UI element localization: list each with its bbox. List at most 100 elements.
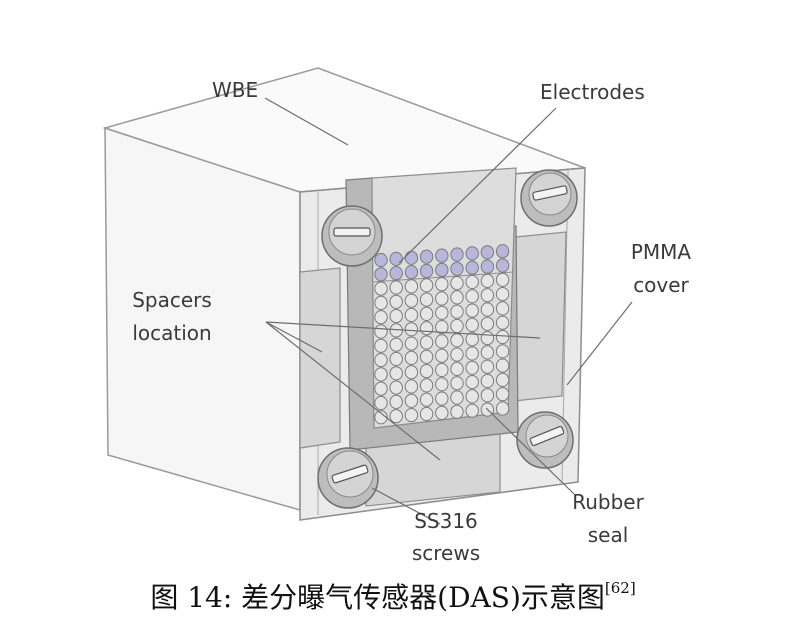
- electrode: [419, 292, 434, 307]
- electrode: [480, 345, 495, 360]
- electrode: [389, 409, 403, 424]
- electrode: [389, 251, 403, 266]
- label-wbe: WBE: [212, 78, 258, 102]
- electrode: [419, 406, 434, 422]
- electrode: [450, 347, 464, 362]
- electrode: [389, 337, 403, 352]
- electrode: [450, 376, 464, 391]
- electrode: [480, 302, 495, 317]
- electrode: [435, 320, 449, 335]
- electrode: [419, 378, 434, 393]
- electrode: [435, 362, 449, 378]
- electrode: [435, 405, 449, 420]
- electrode: [419, 349, 434, 364]
- electrode: [465, 303, 479, 318]
- screw-bottom-left: [317, 447, 379, 509]
- electrode: [389, 280, 403, 295]
- electrode: [435, 391, 449, 406]
- electrode: [419, 278, 434, 293]
- electrode: [404, 408, 419, 423]
- electrode: [495, 244, 510, 259]
- electrode: [404, 393, 419, 408]
- electrode: [404, 265, 419, 280]
- screw-top-right: [520, 169, 578, 227]
- electrode: [495, 272, 510, 287]
- leader-screws: [371, 487, 441, 525]
- electrode: [374, 252, 388, 268]
- electrode: [419, 249, 434, 264]
- label-rubber-line1: Rubber: [572, 490, 644, 514]
- electrode: [419, 392, 434, 407]
- electrode: [374, 410, 388, 425]
- leader-lines: [264, 97, 633, 525]
- label-spacers-line2: location: [132, 321, 211, 345]
- electrode: [404, 336, 419, 351]
- electrode: [404, 350, 419, 365]
- electrode: [495, 344, 510, 359]
- electrode: [450, 261, 464, 276]
- electrode: [495, 258, 510, 273]
- electrode: [495, 315, 510, 330]
- label-spacers-line1: Spacers: [132, 288, 212, 312]
- electrode: [480, 359, 495, 374]
- electrode: [450, 247, 464, 262]
- electrode: [389, 309, 403, 324]
- electrode: [374, 310, 388, 325]
- leader-wbe: [264, 97, 349, 146]
- leader-spacers-c: [265, 321, 541, 339]
- electrode: [465, 389, 479, 404]
- electrode: [404, 365, 419, 380]
- electrode: [465, 403, 479, 418]
- electrode: [374, 281, 388, 296]
- label-screws-line2: screws: [412, 541, 480, 565]
- electrode: [404, 250, 419, 265]
- electrode: [480, 388, 495, 403]
- electrode-array: [374, 244, 510, 425]
- screw-bottom-right: [516, 411, 574, 469]
- electrode: [404, 307, 419, 323]
- electrode: [374, 267, 388, 282]
- electrode: [480, 245, 495, 260]
- label-pmma-line2: cover: [633, 273, 689, 297]
- label-electrodes: Electrodes: [540, 80, 645, 104]
- electrode: [389, 380, 403, 395]
- electrode: [465, 317, 479, 332]
- electrode: [419, 306, 434, 321]
- electrode: [465, 289, 479, 304]
- electrode: [435, 291, 449, 306]
- electrode: [374, 324, 388, 339]
- electrode: [495, 401, 510, 416]
- electrode: [389, 394, 403, 409]
- label-pmma-line1: PMMA: [631, 240, 692, 264]
- spacer-left: [299, 267, 341, 449]
- electrode: [435, 334, 449, 349]
- electrode: [404, 379, 419, 394]
- electrode: [374, 367, 388, 382]
- electrode: [450, 404, 464, 419]
- electrode: [480, 373, 495, 389]
- electrode: [374, 338, 388, 353]
- electrode: [419, 321, 434, 336]
- electrode: [435, 305, 449, 320]
- leader-electrodes: [398, 107, 557, 264]
- electrode: [495, 372, 510, 387]
- electrode: [465, 346, 479, 361]
- electrode: [450, 304, 464, 319]
- electrode: [465, 360, 479, 375]
- electrode: [374, 395, 388, 411]
- electrode: [389, 351, 403, 367]
- electrode: [419, 364, 434, 379]
- caption-text: 差分曝气传感器(DAS)示意图: [232, 581, 605, 614]
- electrode: [465, 274, 479, 290]
- electrode: [480, 331, 495, 346]
- electrode: [450, 290, 464, 305]
- electrode: [465, 246, 479, 261]
- electrode: [374, 381, 388, 396]
- electrode: [435, 377, 449, 392]
- electrode: [450, 361, 464, 376]
- caption-ref: [62]: [604, 579, 636, 597]
- electrode: [389, 294, 403, 309]
- electrode: [404, 293, 419, 308]
- leader-spacers-a: [265, 321, 323, 353]
- electrode: [435, 348, 449, 363]
